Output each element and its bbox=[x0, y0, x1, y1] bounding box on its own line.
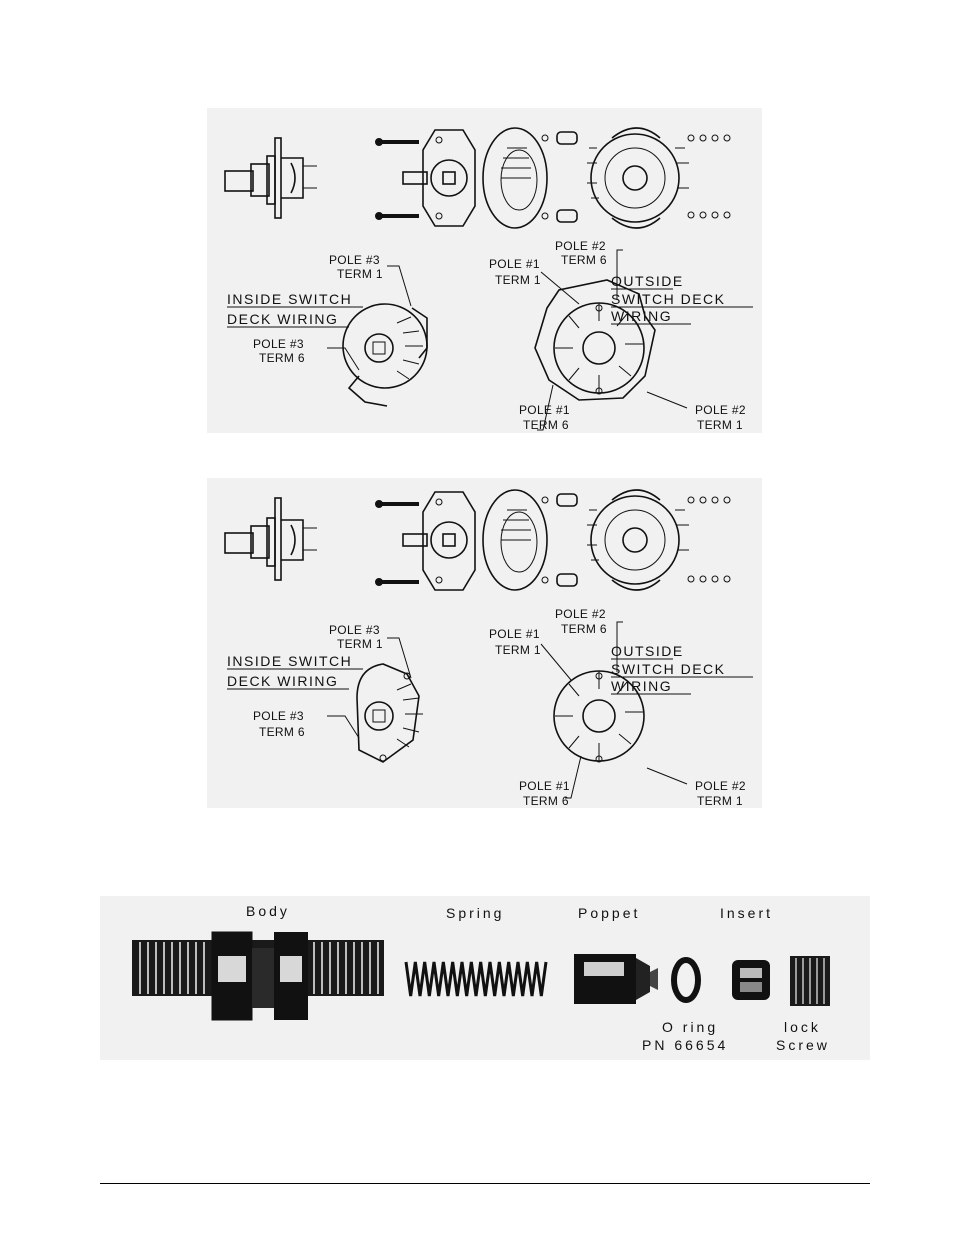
valve-insert bbox=[732, 960, 770, 1000]
outside-pole1-term6-line1: POLE #1 bbox=[519, 403, 570, 417]
outside-deck-detail bbox=[534, 279, 656, 401]
insert-label: Insert bbox=[720, 905, 773, 921]
outside-pole2-term6-line1: POLE #2 bbox=[555, 607, 606, 621]
assembled-switch-side-view bbox=[224, 497, 317, 581]
insulator-plate bbox=[482, 489, 548, 591]
switch-diagram-2-drawing: POLE #3 TERM 1 INSIDE SWITCH DECK WIRING… bbox=[224, 489, 753, 808]
inside-deck-detail bbox=[356, 663, 423, 763]
switch-diagram-1: POLE #3 TERM 1 INSIDE SWITCH DECK WIRING… bbox=[207, 108, 762, 433]
outside-title-line2: SWITCH DECK bbox=[611, 661, 726, 677]
outside-title-line1: OUTSIDE bbox=[611, 273, 684, 289]
poppet-label: Poppet bbox=[578, 905, 640, 921]
footer-rule bbox=[100, 1183, 870, 1184]
mounting-screws bbox=[375, 500, 419, 586]
mounting-screws bbox=[375, 138, 419, 220]
outside-pole2-term1-line2: TERM 1 bbox=[697, 794, 743, 808]
inside-pole3-term1-line1: POLE #3 bbox=[329, 623, 380, 637]
outside-pole2-term1-line1: POLE #2 bbox=[695, 403, 746, 417]
valve-o-ring bbox=[671, 957, 701, 1003]
outside-pole1-term1-line1: POLE #1 bbox=[489, 627, 540, 641]
inside-title-line2: DECK WIRING bbox=[227, 311, 338, 327]
valve-parts-drawing: Body Spring Poppet Insert O ring PN 6665… bbox=[132, 903, 830, 1053]
assembled-switch-side-view bbox=[224, 137, 317, 219]
switch-diagram-2: POLE #3 TERM 1 INSIDE SWITCH DECK WIRING… bbox=[207, 478, 762, 808]
outside-pole2-term6-line1: POLE #2 bbox=[555, 239, 606, 253]
outside-pole1-term6-line2: TERM 6 bbox=[523, 418, 569, 432]
valve-spring bbox=[404, 961, 548, 997]
spring-label: Spring bbox=[446, 905, 504, 921]
outside-pole1-term1-line2: TERM 1 bbox=[495, 273, 541, 287]
inside-pole3-term1-line1: POLE #3 bbox=[329, 253, 380, 267]
body-label: Body bbox=[246, 903, 290, 919]
valve-parts-diagram: Body Spring Poppet Insert O ring PN 6665… bbox=[100, 896, 870, 1060]
nuts-and-washers bbox=[687, 496, 731, 583]
valve-body bbox=[132, 931, 384, 1021]
front-plate bbox=[402, 491, 476, 591]
outside-pole1-term1-line2: TERM 1 bbox=[495, 643, 541, 657]
outside-pole1-term6-line2: TERM 6 bbox=[523, 794, 569, 808]
lock-screw-label-line2: Screw bbox=[776, 1037, 830, 1053]
front-plate bbox=[402, 129, 476, 227]
inside-pole3-term6-line1: POLE #3 bbox=[253, 337, 304, 351]
switch-deck-exploded bbox=[587, 127, 689, 229]
outside-title-line2: SWITCH DECK bbox=[611, 291, 726, 307]
outside-title-line3: WIRING bbox=[611, 678, 672, 694]
inside-title-line2: DECK WIRING bbox=[227, 673, 338, 689]
outside-title-line1: OUTSIDE bbox=[611, 643, 684, 659]
inside-pole3-term1-line2: TERM 1 bbox=[337, 267, 383, 281]
inside-title-line1: INSIDE SWITCH bbox=[227, 291, 352, 307]
inside-pole3-term6-line2: TERM 6 bbox=[259, 725, 305, 739]
valve-lock-screw bbox=[790, 956, 830, 1006]
o-ring-part-number: PN 66654 bbox=[642, 1037, 728, 1053]
spacers bbox=[541, 493, 578, 587]
lock-screw-label-line1: lock bbox=[784, 1019, 821, 1035]
inside-pole3-term1-line2: TERM 1 bbox=[337, 637, 383, 651]
outside-pole2-term6-line2: TERM 6 bbox=[561, 622, 607, 636]
o-ring-label: O ring bbox=[662, 1019, 718, 1035]
inside-pole3-term6-line2: TERM 6 bbox=[259, 351, 305, 365]
outside-pole1-term1-line1: POLE #1 bbox=[489, 257, 540, 271]
inside-pole3-term6-line1: POLE #3 bbox=[253, 709, 304, 723]
outside-pole2-term6-line2: TERM 6 bbox=[561, 253, 607, 267]
inside-title-line1: INSIDE SWITCH bbox=[227, 653, 352, 669]
switch-deck-exploded bbox=[587, 489, 689, 591]
inside-deck-detail bbox=[342, 303, 428, 407]
outside-deck-detail bbox=[553, 670, 645, 763]
outside-pole1-term6-line1: POLE #1 bbox=[519, 779, 570, 793]
outside-pole2-term1-line2: TERM 1 bbox=[697, 418, 743, 432]
spacers bbox=[541, 131, 578, 223]
valve-poppet bbox=[574, 954, 658, 1004]
switch-diagram-1-drawing: POLE #3 TERM 1 INSIDE SWITCH DECK WIRING… bbox=[224, 127, 753, 432]
insulator-plate bbox=[482, 127, 548, 229]
outside-pole2-term1-line1: POLE #2 bbox=[695, 779, 746, 793]
nuts-and-washers bbox=[687, 134, 731, 219]
outside-title-line3: WIRING bbox=[611, 308, 672, 324]
